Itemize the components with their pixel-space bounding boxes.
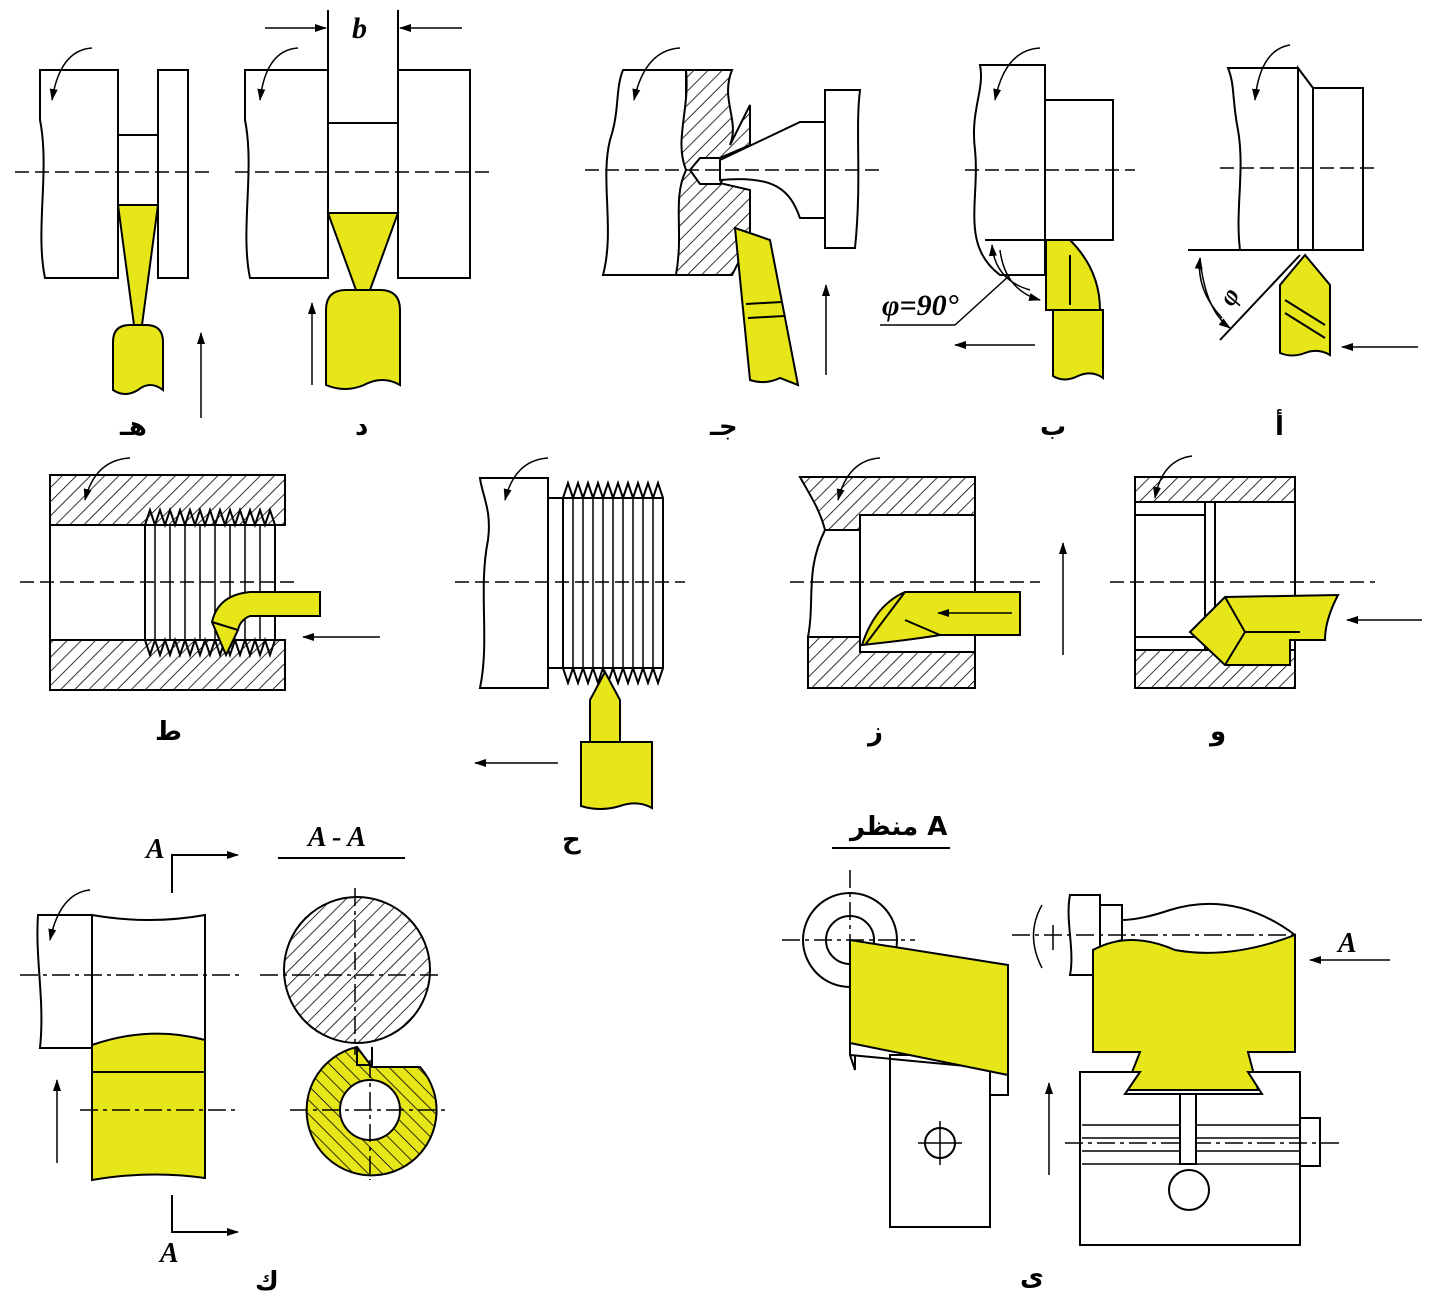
panel-k-form-turning: A A A - A — [20, 822, 445, 1269]
phi-90-label: φ=90° — [882, 289, 959, 322]
panel-a-angled-turning: φ — [1188, 44, 1418, 357]
label-k: ك — [255, 1267, 279, 1297]
label-i: ط — [155, 717, 182, 747]
label-e: هـ — [119, 412, 147, 442]
panel-d-wide-grooving — [235, 10, 490, 390]
panel-g-boring — [790, 457, 1067, 689]
label-f: و — [1208, 717, 1226, 747]
panel-f-step-boring — [1110, 455, 1422, 689]
label-g: ز — [866, 717, 883, 747]
panel-c-centre-drilling — [585, 47, 882, 387]
panel-i-internal-threading — [20, 457, 380, 691]
phi-label: φ — [1213, 283, 1246, 311]
section-A-top-label: A — [144, 834, 165, 865]
label-y: ى — [1020, 1262, 1044, 1292]
section-title: A - A — [306, 822, 366, 853]
label-h: ح — [562, 825, 581, 855]
panel-y-form-tool: منظر A A — [782, 812, 1390, 1246]
label-b: ب — [1040, 412, 1066, 442]
panel-e-narrow-grooving — [15, 47, 215, 418]
width-b-label: b — [352, 12, 367, 45]
panel-h-external-threading — [455, 457, 685, 810]
section-A-bottom-label: A — [158, 1238, 179, 1269]
label-d: د — [355, 412, 368, 442]
label-a: أ — [1275, 409, 1284, 442]
panel-b-turning-90deg: φ=90° — [880, 47, 1135, 381]
view-arrow-A-label: A — [1336, 928, 1357, 959]
view-title: منظر A — [848, 812, 947, 842]
label-c: جـ — [709, 412, 738, 442]
